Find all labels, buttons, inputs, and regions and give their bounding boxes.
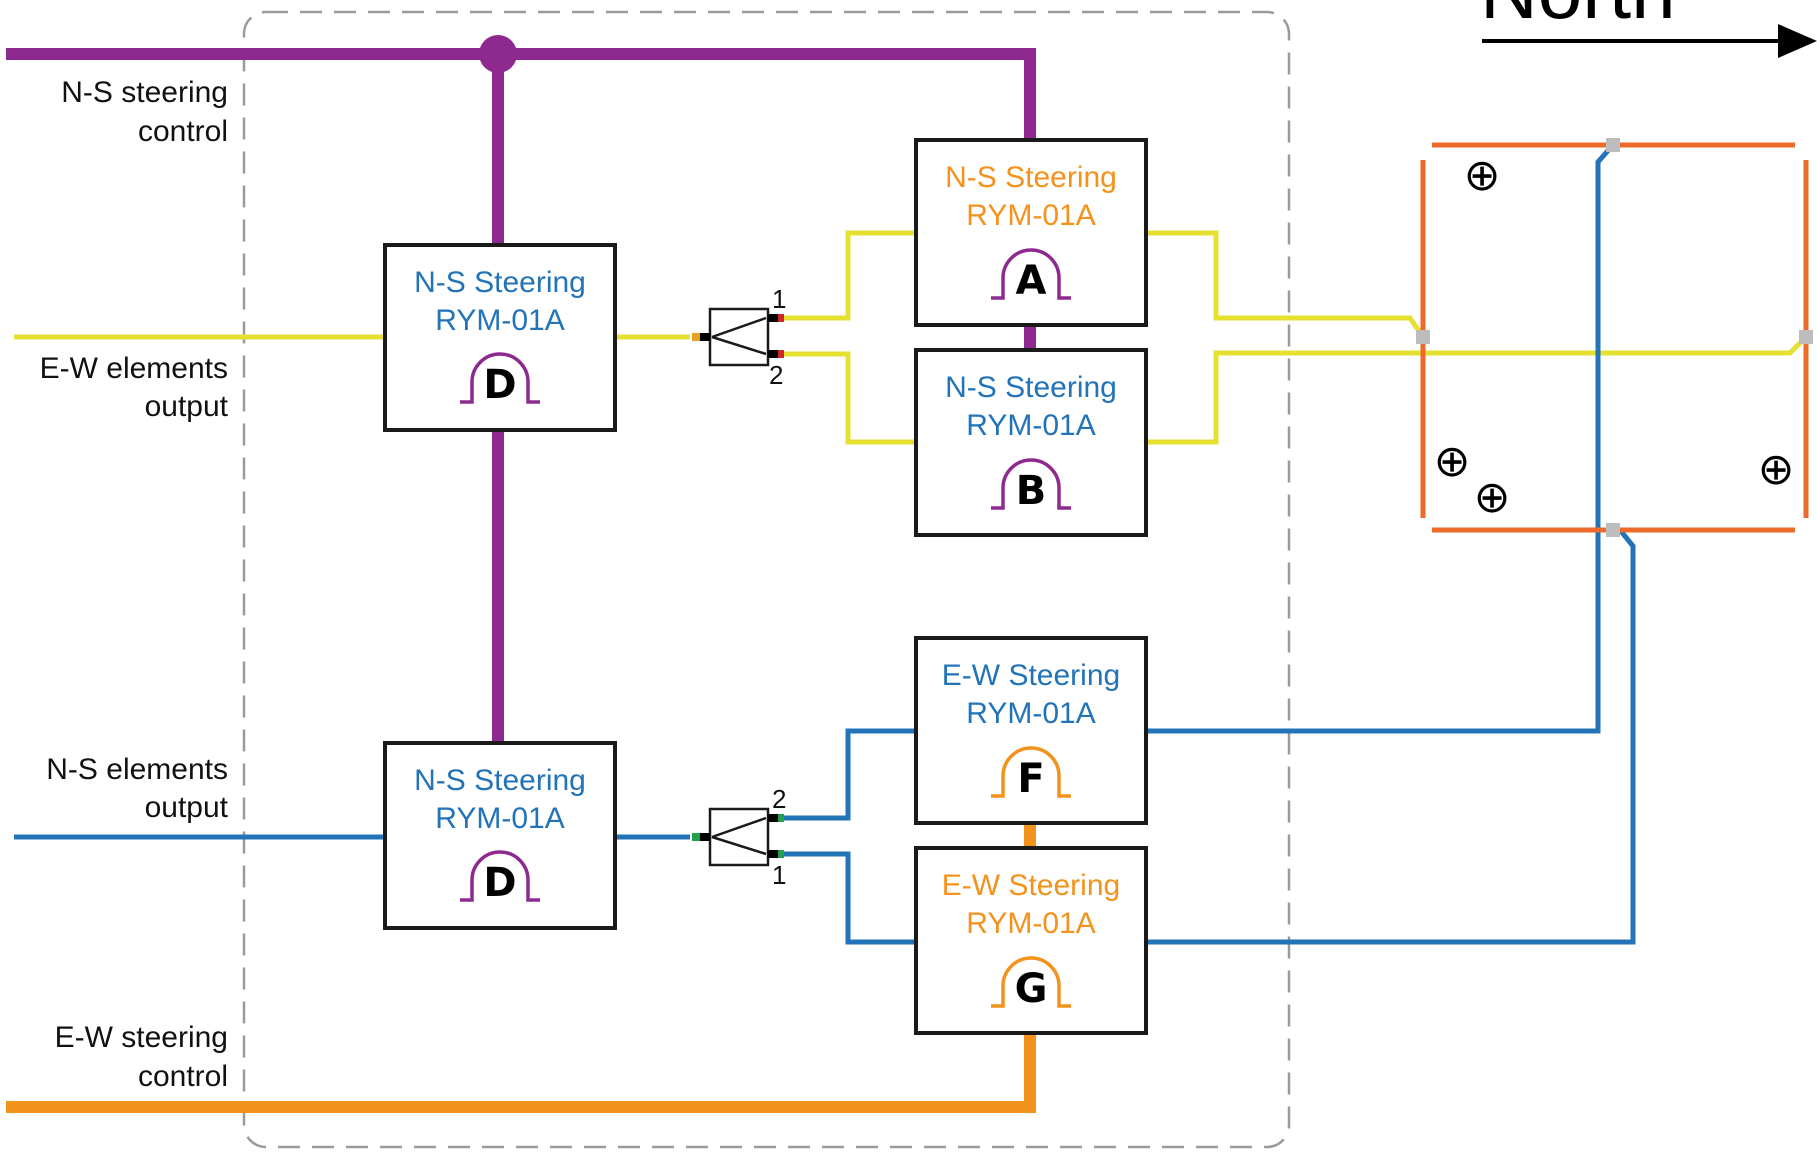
ew-control-label: E-W steering — [55, 1021, 228, 1054]
box-title: E-W Steering — [942, 659, 1120, 692]
north-label: North — [1480, 0, 1676, 35]
box-title: E-W Steering — [942, 869, 1120, 902]
element-symbol: ⊕ — [1758, 445, 1795, 494]
ns-output-wiring — [14, 144, 1636, 945]
relay-icon — [460, 352, 540, 404]
box-letter: B — [1016, 468, 1047, 514]
box-letter: G — [1015, 966, 1048, 1012]
ns-control-wiring — [6, 48, 1036, 741]
box-subtitle: RYM-01A — [966, 409, 1096, 442]
box-title: N-S Steering — [945, 371, 1117, 404]
box-title: N-S Steering — [414, 764, 586, 797]
box-subtitle: RYM-01A — [966, 199, 1096, 232]
box-letter: F — [1017, 756, 1044, 802]
ns-output-label: output — [145, 791, 229, 824]
steering-box-b: N-S Steering RYM-01A B — [914, 348, 1148, 537]
box-letter: D — [483, 860, 516, 906]
element-symbol: ⊕ — [1474, 473, 1511, 522]
ew-output-label: E-W elements — [40, 352, 228, 385]
box-letter: D — [483, 362, 516, 408]
splitter-port-label: 2 — [769, 360, 783, 390]
splitter-port-label: 1 — [772, 860, 786, 890]
side-labels: N-S steering control E-W elements output… — [40, 76, 229, 1093]
box-subtitle: RYM-01A — [966, 907, 1096, 940]
element-symbols: ⊕ ⊕ ⊕ ⊕ — [1434, 151, 1795, 522]
splitter-bottom: 2 1 — [692, 784, 786, 890]
relay-icon — [460, 850, 540, 902]
splitter-port-label: 2 — [772, 784, 786, 814]
ns-control-junction — [479, 35, 517, 73]
box-letter: A — [1016, 258, 1047, 304]
module-enclosure — [242, 10, 1291, 1149]
splitter-top: 1 2 — [692, 284, 786, 390]
steering-box-a: N-S Steering RYM-01A A — [914, 138, 1148, 327]
relay-icon — [991, 458, 1071, 510]
ew-output-wiring — [14, 230, 1808, 445]
element-symbol: ⊕ — [1464, 151, 1501, 200]
box-subtitle: RYM-01A — [966, 697, 1096, 730]
relay-icon — [991, 746, 1071, 798]
box-subtitle: RYM-01A — [435, 304, 565, 337]
steering-box-d-bottom: N-S Steering RYM-01A D — [383, 741, 617, 930]
relay-icon — [991, 956, 1071, 1008]
steering-box-f: E-W Steering RYM-01A F — [914, 636, 1148, 825]
box-title: N-S Steering — [945, 161, 1117, 194]
north-arrow-icon — [1482, 24, 1817, 58]
box-title: N-S Steering — [414, 266, 586, 299]
ns-control-label: control — [138, 115, 228, 148]
ew-output-label: output — [145, 390, 229, 423]
antenna-junctions — [1416, 138, 1813, 537]
box-subtitle: RYM-01A — [435, 802, 565, 835]
element-symbol: ⊕ — [1434, 437, 1471, 486]
ew-control-label: control — [138, 1060, 228, 1093]
ns-output-label: N-S elements — [46, 753, 228, 786]
ns-control-label: N-S steering — [61, 76, 228, 109]
steering-box-g: E-W Steering RYM-01A G — [914, 846, 1148, 1035]
relay-icon — [991, 248, 1071, 300]
splitter-port-label: 1 — [772, 284, 786, 314]
steering-box-d-top: N-S Steering RYM-01A D — [383, 243, 617, 432]
